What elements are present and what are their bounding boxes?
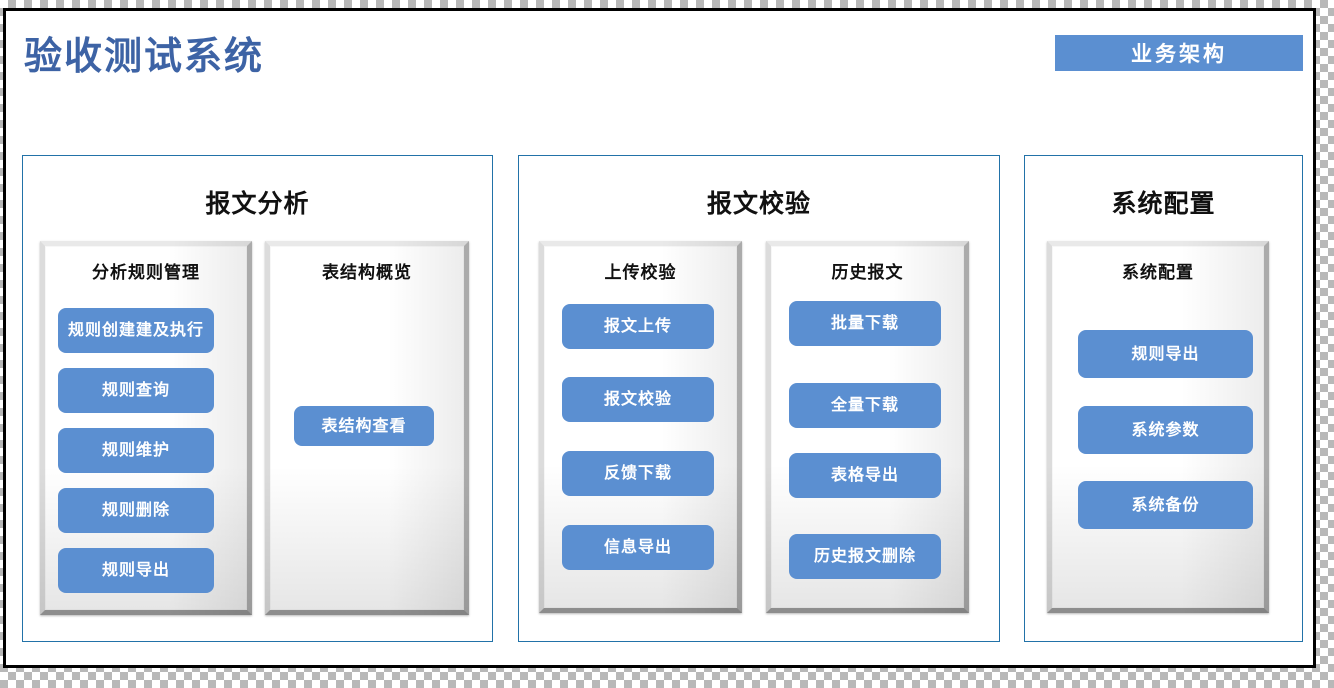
slide-canvas: 验收测试系统 业务架构 报文分析 分析规则管理 规则创建建及执行 规则查询 规则… [3, 8, 1316, 668]
column-message-analysis: 报文分析 分析规则管理 规则创建建及执行 规则查询 规则维护 规则删除 规则导出… [22, 155, 493, 642]
page-title: 验收测试系统 [24, 34, 265, 78]
architecture-columns: 报文分析 分析规则管理 规则创建建及执行 规则查询 规则维护 规则删除 规则导出… [6, 155, 1313, 647]
panel-upload-verification: 上传校验 报文上传 报文校验 反馈下载 信息导出 [539, 241, 742, 613]
button-info-export[interactable]: 信息导出 [562, 525, 714, 570]
panel-table-structure-overview: 表结构概览 表结构查看 [265, 241, 469, 615]
column-message-verification: 报文校验 上传校验 报文上传 报文校验 反馈下载 信息导出 历史报文 批量下载 … [518, 155, 1000, 642]
button-table-export[interactable]: 表格导出 [789, 453, 941, 498]
button-feedback-download[interactable]: 反馈下载 [562, 451, 714, 496]
panel-title: 表结构概览 [322, 263, 412, 283]
button-table-structure-view[interactable]: 表结构查看 [294, 406, 434, 446]
panel-title: 分析规则管理 [92, 263, 200, 283]
button-rule-create-and-execute[interactable]: 规则创建建及执行 [58, 308, 214, 353]
button-message-verify[interactable]: 报文校验 [562, 377, 714, 422]
panel-title: 上传校验 [604, 263, 677, 283]
panel-title: 历史报文 [831, 263, 904, 283]
button-system-parameters[interactable]: 系统参数 [1078, 406, 1253, 454]
column-title: 报文校验 [706, 189, 811, 218]
panel-title: 系统配置 [1122, 263, 1194, 283]
panel-system-configuration: 系统配置 规则导出 系统参数 系统备份 [1047, 241, 1269, 613]
column-system-configuration: 系统配置 系统配置 规则导出 系统参数 系统备份 [1024, 155, 1303, 642]
column-title: 系统配置 [1111, 189, 1216, 218]
button-rule-query[interactable]: 规则查询 [58, 368, 214, 413]
panel-history-messages: 历史报文 批量下载 全量下载 表格导出 历史报文删除 [766, 241, 969, 613]
button-system-backup[interactable]: 系统备份 [1078, 481, 1253, 529]
slide-header: 验收测试系统 业务架构 [6, 11, 1313, 106]
panel-analysis-rule-management: 分析规则管理 规则创建建及执行 规则查询 规则维护 规则删除 规则导出 [40, 241, 252, 615]
section-badge-business-architecture: 业务架构 [1055, 35, 1303, 71]
button-rule-export[interactable]: 规则导出 [1078, 330, 1253, 378]
button-rule-export[interactable]: 规则导出 [58, 548, 214, 593]
column-title: 报文分析 [205, 189, 310, 218]
button-batch-download[interactable]: 批量下载 [789, 301, 941, 346]
button-history-message-delete[interactable]: 历史报文删除 [789, 534, 941, 579]
button-message-upload[interactable]: 报文上传 [562, 304, 714, 349]
button-rule-delete[interactable]: 规则删除 [58, 488, 214, 533]
button-full-download[interactable]: 全量下载 [789, 383, 941, 428]
button-rule-maintain[interactable]: 规则维护 [58, 428, 214, 473]
